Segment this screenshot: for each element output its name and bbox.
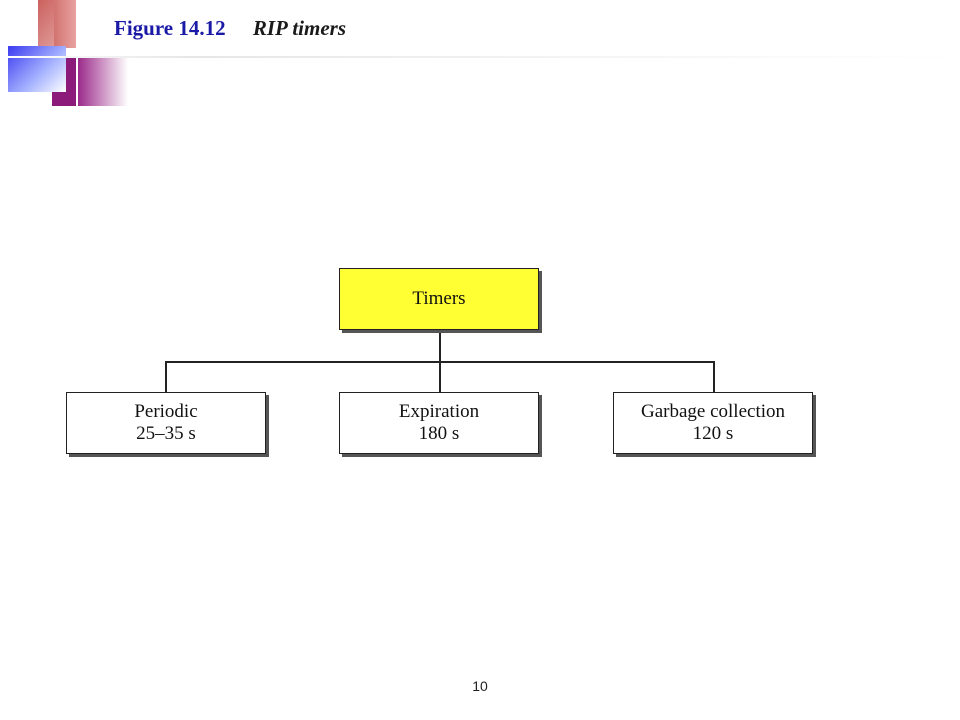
decorative-divider-vertical	[76, 0, 78, 106]
periodic-timer-value: 25–35 s	[136, 423, 196, 444]
expiration-timer-label: Expiration	[398, 401, 480, 422]
periodic-timer-node: Periodic 25–35 s	[66, 392, 266, 454]
connector-periodic	[165, 361, 167, 393]
figure-number: Figure 14.12	[114, 16, 226, 40]
expiration-timer-node: Expiration 180 s	[339, 392, 539, 454]
decorative-corner-block-blue	[8, 46, 66, 92]
timers-root-node: Timers	[339, 268, 539, 330]
periodic-timer-label: Periodic	[134, 401, 198, 422]
expiration-timer-value: 180 s	[418, 423, 460, 444]
garbage-collection-timer-node: Garbage collection 120 s	[613, 392, 813, 454]
timers-root-label: Timers	[412, 288, 466, 309]
garbage-collection-timer-value: 120 s	[692, 423, 734, 444]
connector-garbage	[713, 361, 715, 393]
connector-expiration	[439, 361, 441, 393]
connector-root-down	[439, 330, 441, 362]
slide-title: Figure 14.12 RIP timers	[114, 16, 346, 41]
figure-caption: RIP timers	[252, 16, 347, 40]
page-number: 10	[472, 678, 488, 694]
decorative-corner-block-purple-fade	[78, 58, 128, 106]
garbage-collection-timer-label: Garbage collection	[640, 401, 785, 422]
decorative-divider-horizontal	[0, 56, 960, 58]
